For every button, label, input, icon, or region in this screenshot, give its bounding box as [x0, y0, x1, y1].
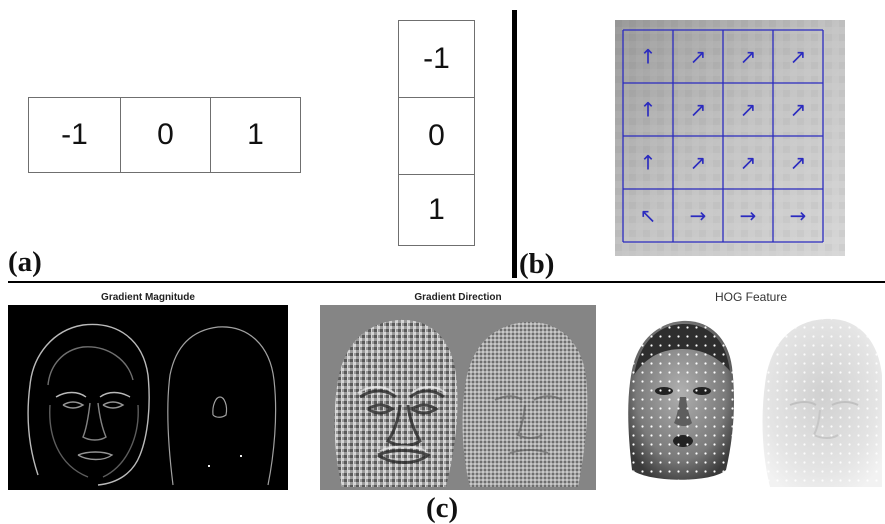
- gradient-arrow-icon: ↗: [790, 98, 807, 122]
- gradient-arrow-icon: ↗: [740, 98, 757, 122]
- gradient-arrow-icon: ↗: [740, 151, 757, 175]
- panel-a-label: (a): [8, 246, 42, 278]
- vertical-kernel-cell-3: 1: [398, 174, 475, 246]
- vertical-kernel-cell-2: 0: [398, 97, 475, 175]
- hog-cell-grid: ↑ ↗ ↗ ↗ ↑ ↗ ↗ ↗ ↑ ↗ ↗ ↗ ↖ → → →: [615, 20, 845, 256]
- gradient-arrow-icon: →: [790, 204, 807, 228]
- gradient-magnitude-title: Gradient Magnitude: [101, 292, 195, 303]
- vertical-divider: [512, 10, 517, 278]
- gradient-direction-title: Gradient Direction: [414, 292, 502, 303]
- horizontal-kernel-cell-3: 1: [210, 97, 301, 173]
- horizontal-kernel-cell-1: -1: [28, 97, 121, 173]
- gradient-direction-image: [320, 305, 596, 490]
- hog-feature-title: HOG Feature: [714, 290, 788, 304]
- gradient-arrow-icon: ↖: [640, 204, 657, 228]
- horizontal-kernel-cell-2: 0: [120, 97, 211, 173]
- gradient-arrow-icon: ↗: [690, 45, 707, 69]
- gradient-arrow-icon: →: [690, 204, 707, 228]
- gradient-arrow-icon: →: [740, 204, 757, 228]
- gradient-arrow-icon: ↗: [690, 98, 707, 122]
- panel-b-label: (b): [519, 248, 555, 280]
- gradient-arrow-icon: ↗: [790, 45, 807, 69]
- panel-c-label: (c): [426, 492, 459, 524]
- horizontal-divider: [8, 281, 885, 283]
- gradient-arrow-icon: ↑: [640, 151, 657, 175]
- gradient-arrow-icon: ↗: [740, 45, 757, 69]
- gradient-arrow-icon: ↑: [640, 45, 657, 69]
- hog-feature-image: [620, 305, 882, 490]
- gradient-magnitude-image: [8, 305, 288, 490]
- gradient-arrow-icon: ↑: [640, 98, 657, 122]
- vertical-kernel-cell-1: -1: [398, 20, 475, 98]
- gradient-arrow-icon: ↗: [690, 151, 707, 175]
- gradient-arrow-icon: ↗: [790, 151, 807, 175]
